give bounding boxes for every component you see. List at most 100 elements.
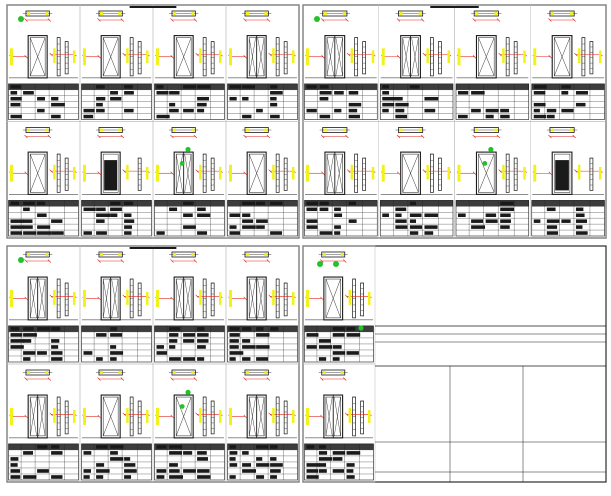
spec-table-text (10, 96, 22, 101)
spec-table-text (500, 213, 511, 217)
spec-table-text (561, 219, 571, 223)
dimension-tick (268, 294, 272, 299)
highlight-mark (10, 289, 13, 308)
spec-table-text (124, 225, 132, 229)
spec-table-text (575, 91, 589, 95)
door-swing-line (402, 154, 419, 193)
spec-table-text (169, 357, 181, 361)
highlight-mark (146, 166, 149, 180)
spec-table-header (154, 83, 225, 90)
spec-table-text (533, 102, 546, 107)
spec-table-text (533, 91, 546, 95)
dimension-tick (548, 134, 552, 139)
dimension-tick (472, 134, 476, 139)
spec-table-text (83, 207, 96, 212)
highlight-mark (447, 166, 450, 180)
dimension-tick (321, 55, 325, 59)
door-leaf (553, 153, 571, 193)
door-swing-line (111, 279, 119, 318)
spec-table-text (306, 108, 317, 113)
highlight-mark (199, 164, 202, 180)
highlight-mark (350, 48, 354, 64)
dimension-tick (49, 294, 53, 299)
spec-table-text (270, 457, 277, 461)
highlight-mark (126, 289, 129, 305)
spec-table-text (169, 207, 178, 212)
dimension-tick (268, 169, 272, 173)
door-leaf (29, 37, 46, 77)
dimension-tick (320, 18, 325, 22)
spec-table-text (348, 102, 362, 107)
dimension-tick (472, 18, 476, 22)
highlight-mark (73, 410, 76, 423)
highlight-mark (426, 48, 429, 64)
spec-table-text (395, 102, 409, 107)
spec-table-text (229, 213, 241, 217)
spec-table-text (124, 108, 134, 113)
highlight-mark (323, 12, 327, 15)
dimension-tick (120, 259, 125, 263)
dimension-tick (170, 18, 174, 22)
spec-table-text (348, 91, 359, 95)
spec-table-header (227, 200, 298, 207)
door-swing-line (29, 279, 37, 318)
dimension-tick (193, 18, 198, 22)
dimension-tick (97, 414, 101, 419)
spec-table-text (124, 213, 132, 217)
highlight-mark (292, 292, 295, 305)
door-swing-line (184, 154, 192, 193)
spec-table-text (485, 213, 497, 217)
highlight-mark (368, 292, 371, 305)
dimension-tick (320, 259, 324, 263)
spec-table-text (229, 345, 239, 349)
spec-table-text (485, 108, 499, 113)
spec-table-text (124, 463, 136, 467)
spec-table-text (270, 463, 283, 467)
dimension-tick (47, 377, 52, 381)
highlight-mark (156, 48, 159, 66)
spec-table-text (424, 96, 439, 101)
reference-marker (179, 161, 185, 166)
spec-table-text (533, 114, 547, 119)
highlight-mark (292, 410, 295, 423)
spec-table-text (242, 345, 256, 349)
dimension-tick (122, 52, 126, 57)
spec-table-text (471, 219, 484, 223)
spec-table-text (382, 108, 389, 113)
highlight-mark (550, 128, 554, 132)
dimension-tick (320, 296, 324, 301)
spec-table-text (156, 91, 169, 95)
door-swing-line (411, 37, 419, 76)
spec-table-text (270, 102, 278, 107)
dimension-tick (170, 377, 174, 381)
spec-table-text (242, 114, 252, 119)
spec-table-text (242, 357, 251, 361)
spec-table-text (306, 463, 320, 467)
dimension-tick (120, 377, 125, 381)
spec-table-text (256, 345, 270, 349)
spec-table-header (380, 83, 453, 90)
spec-table-text (319, 231, 333, 235)
spec-table-text (183, 333, 196, 337)
sheet-title-bar (129, 247, 177, 249)
highlight-mark (45, 128, 49, 132)
spec-table-text (270, 114, 280, 119)
spec-table-text (183, 339, 195, 343)
highlight-mark (219, 50, 222, 64)
dimension-tick (574, 52, 578, 57)
spec-table-text (319, 207, 329, 212)
spec-table-text (10, 345, 24, 349)
spec-table-text (96, 219, 105, 223)
spec-table-text (156, 345, 164, 349)
spec-table-text (561, 108, 574, 113)
door-leaf (248, 153, 265, 193)
spec-table-text (169, 333, 179, 337)
highlight-mark (502, 48, 505, 64)
spec-table-text (229, 357, 236, 361)
dimension-tick (243, 377, 247, 381)
spec-table-text (229, 225, 237, 229)
spec-table-text (575, 225, 583, 229)
dimension-tick (122, 294, 126, 299)
highlight-mark (156, 289, 159, 308)
